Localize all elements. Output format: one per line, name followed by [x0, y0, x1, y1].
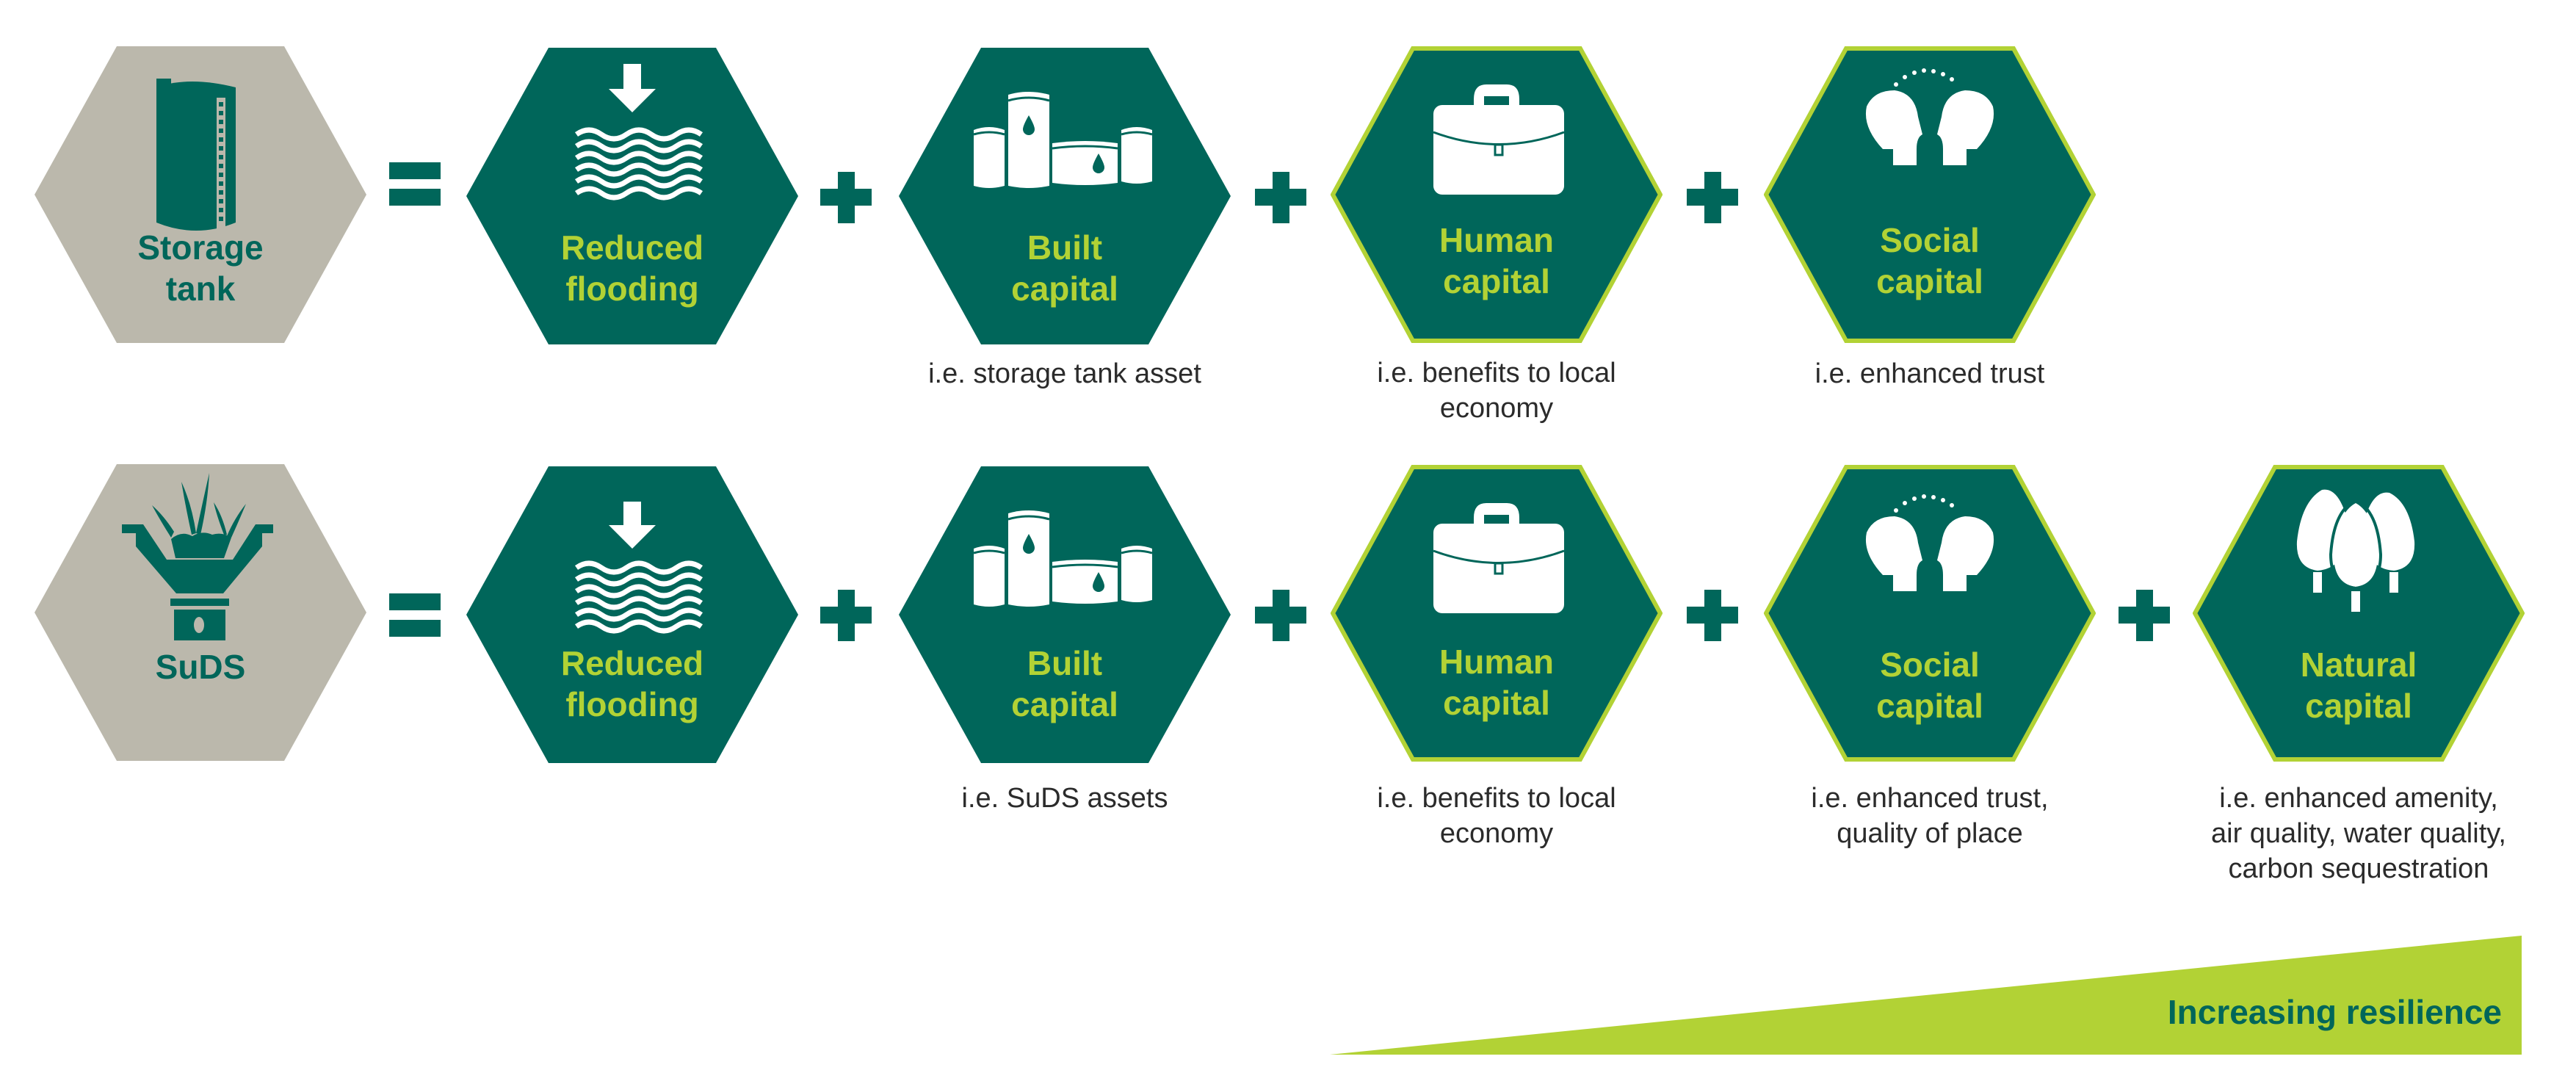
plus-icon: [1255, 172, 1306, 223]
built-capital-label: Built capital: [899, 227, 1231, 309]
reduced-flooding-label: Reduced flooding: [466, 227, 798, 309]
caption-line: economy: [1439, 393, 1554, 424]
label-line: capital: [1011, 685, 1118, 723]
label-line: capital: [1876, 687, 1983, 725]
suds-label: SuDS: [35, 646, 366, 687]
caption-line: economy: [1439, 818, 1554, 849]
caption-line: i.e. enhanced trust: [1815, 358, 2045, 389]
human-capital-label: Human capital: [1331, 641, 1663, 723]
caption-line: i.e. benefits to local: [1377, 783, 1616, 814]
natural-capital-label: Natural capital: [2193, 644, 2525, 726]
hexagon-shape: [899, 466, 1231, 763]
label-line: Reduced: [560, 228, 704, 267]
suds-planter-icon: [122, 473, 273, 640]
reduced-flooding-hexagon: Reduced flooding: [466, 48, 798, 344]
social-capital-hexagon: Social capital: [1764, 46, 2096, 343]
caption-line: i.e. enhanced trust,: [1811, 783, 2049, 814]
label-line: Human: [1439, 643, 1554, 681]
plus-icon: [1687, 590, 1738, 641]
hexagon-shape: [466, 466, 798, 763]
label-line: tank: [165, 270, 236, 308]
hexagon-shape: [1764, 465, 2096, 762]
storage-tanks-icon: [973, 92, 1153, 188]
plus-icon: [2119, 590, 2170, 641]
label-line: capital: [1876, 262, 1983, 300]
label-line: capital: [2305, 687, 2412, 725]
caption-line: air quality, water quality,: [2211, 818, 2506, 849]
hexagon-shape: [899, 48, 1231, 344]
reduced-flooding-label: Reduced flooding: [466, 643, 798, 725]
label-line: Social: [1880, 221, 1980, 259]
suds-hexagon: SuDS: [35, 464, 366, 761]
label-line: capital: [1443, 684, 1550, 722]
caption-line: i.e. storage tank asset: [928, 358, 1201, 389]
label-line: flooding: [565, 685, 699, 723]
plus-icon: [1687, 172, 1738, 223]
equals-icon: [389, 593, 441, 637]
label-line: Human: [1439, 221, 1554, 259]
label-line: Natural: [2300, 646, 2417, 684]
caption-line: i.e. SuDS assets: [961, 783, 1168, 814]
label-line: Social: [1880, 646, 1980, 684]
plus-icon: [820, 172, 872, 223]
storage-tanks-icon: [973, 510, 1153, 607]
storage-tank-label: Storage tank: [35, 227, 366, 309]
hexagon-shape: [2193, 465, 2525, 762]
built-capital-caption: i.e. storage tank asset: [874, 356, 1256, 391]
storage-tank-icon: [156, 79, 236, 231]
label-line: Built: [1027, 644, 1103, 682]
caption-line: i.e. benefits to local: [1377, 358, 1616, 389]
human-capital-caption: i.e. benefits to local economy: [1306, 355, 1687, 426]
human-capital-hexagon: Human capital: [1331, 46, 1663, 343]
social-capital-label: Social capital: [1764, 644, 2096, 726]
social-capital-label: Social capital: [1764, 220, 2096, 302]
reduced-flooding-hexagon: Reduced flooding: [466, 466, 798, 763]
plus-icon: [1255, 590, 1306, 641]
flood-water-arrow-icon: [574, 64, 703, 200]
increasing-resilience-label: Increasing resilience: [2167, 993, 2502, 1031]
label-line: capital: [1443, 262, 1550, 300]
flood-water-arrow-icon: [574, 502, 703, 634]
trees-icon: [2296, 489, 2415, 612]
plus-icon: [820, 590, 872, 641]
label-line: SuDS: [155, 648, 246, 686]
social-capital-caption: i.e. enhanced trust: [1739, 356, 2121, 391]
built-capital-caption: i.e. SuDS assets: [874, 781, 1256, 816]
label-line: Built: [1027, 228, 1103, 267]
two-heads-icon: [1865, 68, 1994, 165]
label-line: flooding: [565, 270, 699, 308]
human-capital-caption: i.e. benefits to local economy: [1306, 781, 1687, 851]
human-capital-label: Human capital: [1331, 220, 1663, 302]
human-capital-hexagon: Human capital: [1331, 465, 1663, 762]
hexagon-shape: [466, 48, 798, 344]
built-capital-hexagon: Built capital: [899, 466, 1231, 763]
label-line: Storage: [137, 228, 264, 267]
caption-line: i.e. enhanced amenity,: [2219, 783, 2498, 814]
built-capital-label: Built capital: [899, 643, 1231, 725]
built-capital-hexagon: Built capital: [899, 48, 1231, 344]
natural-capital-caption: i.e. enhanced amenity, air quality, wate…: [2168, 781, 2550, 886]
caption-line: carbon sequestration: [2228, 853, 2489, 884]
social-capital-hexagon: Social capital: [1764, 465, 2096, 762]
hexagon-shape: [1764, 46, 2096, 343]
social-capital-caption: i.e. enhanced trust, quality of place: [1739, 781, 2121, 851]
label-line: Reduced: [560, 644, 704, 682]
label-line: capital: [1011, 270, 1118, 308]
briefcase-icon: [1433, 503, 1565, 613]
briefcase-icon: [1433, 84, 1565, 195]
equals-icon: [389, 162, 441, 206]
storage-tank-hexagon: Storage tank: [35, 46, 366, 343]
caption-line: quality of place: [1837, 818, 2023, 849]
natural-capital-hexagon: Natural capital: [2193, 465, 2525, 762]
two-heads-icon: [1865, 494, 1994, 591]
